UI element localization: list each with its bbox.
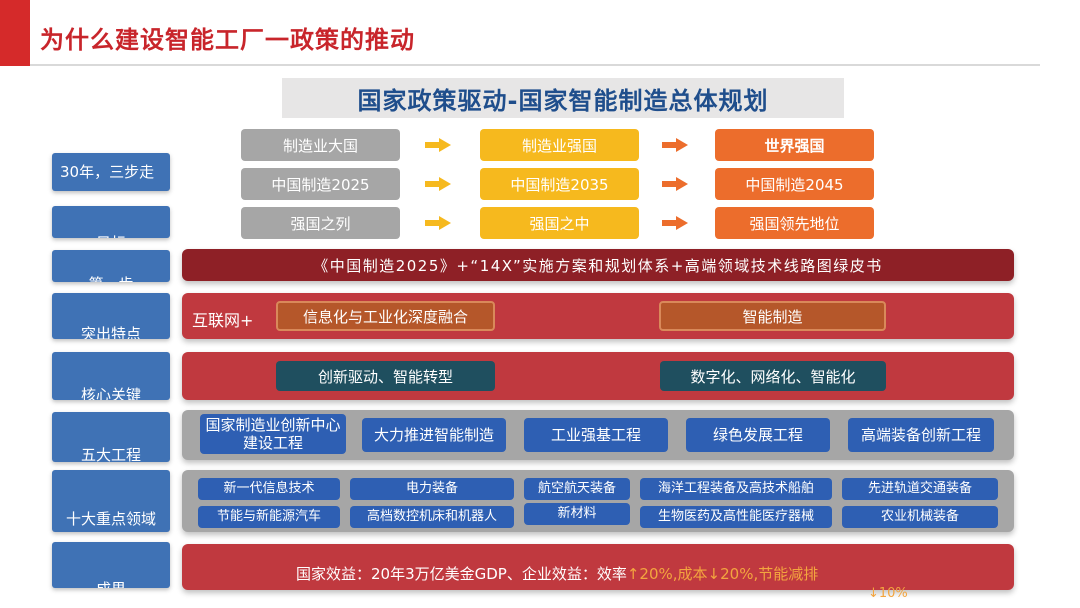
highlight-item: 信息化与工业化深度融合 [276,301,495,331]
field-box: 海洋工程装备及高技术船舶 [640,478,832,500]
roadmap-box: 强国之中 [480,207,639,239]
results-band [182,544,1014,590]
field-box: 高档数控机床和机器人 [350,506,514,528]
label-goal: 目标 [52,206,170,238]
project-box: 绿色发展工程 [686,418,830,452]
field-box: 节能与新能源汽车 [198,506,340,528]
roadmap-box: 强国之列 [241,207,400,239]
right-arrow-icon [425,138,453,152]
right-arrow-icon [425,216,453,230]
core-item: 创新驱动、智能转型 [276,361,495,391]
results-main: 国家效益：20年3万亿美金GDP、企业效益：效率 [296,565,627,583]
core-item: 数字化、网络化、智能化 [660,361,886,391]
first-step-band: 《中国制造2025》+“14X”实施方案和规划体系+高端领域技术线路图绿皮书 [182,249,1014,281]
label-results: 成果 [52,542,170,588]
right-arrow-icon [662,216,690,230]
accent-bar [0,0,30,66]
internet-plus-label: 互联网+ [192,311,254,330]
label-five-projects: 五大工程 [52,412,170,462]
plan-banner: 国家政策驱动-国家智能制造总体规划 [282,78,844,118]
project-box: 国家制造业创新中心建设工程 [200,414,346,454]
label-ten-fields: 十大重点领域 [52,470,170,532]
roadmap-box: 强国领先地位 [715,207,874,239]
label-core-key: 核心关键 [52,352,170,400]
field-box: 农业机械装备 [842,506,998,528]
project-box: 工业强基工程 [524,418,668,452]
roadmap-box: 中国制造2035 [480,168,639,200]
right-arrow-icon [662,138,690,152]
highlight-item: 智能制造 [659,301,886,331]
right-arrow-icon [662,177,690,191]
roadmap-box: 中国制造2025 [241,168,400,200]
results-tail: ↓10% [868,586,908,601]
banner-title: 国家政策驱动-国家智能制造总体规划 [357,86,769,115]
field-box: 新材料 [524,503,630,525]
page-title: 为什么建设智能工厂一政策的推动 [40,26,415,54]
first-step-text: 《中国制造2025》+“14X”实施方案和规划体系+高端领域技术线路图绿皮书 [313,256,883,275]
field-box: 新一代信息技术 [198,478,340,500]
field-box: 电力装备 [350,478,514,500]
field-box: 生物医药及高性能医疗器械 [640,506,832,528]
field-box: 先进轨道交通装备 [842,478,998,500]
right-arrow-icon [425,177,453,191]
roadmap-box: 制造业强国 [480,129,639,161]
field-box: 航空航天装备 [524,478,630,500]
roadmap-box: 制造业大国 [241,129,400,161]
roadmap-box: 世界强国 [715,129,874,161]
label-three-steps: 30年，三步走 [52,153,170,191]
roadmap-box: 中国制造2045 [715,168,874,200]
label-first-step: 第一步 [52,250,170,282]
project-box: 大力推进智能制造 [362,418,506,452]
label-highlights: 突出特点 [52,293,170,339]
results-highlight: ↑20%,成本↓20%,节能减排 [626,565,819,583]
results-text: 国家效益：20年3万亿美金GDP、企业效益：效率↑20%,成本↓20%,节能减排 [296,563,818,584]
project-box: 高端装备创新工程 [848,418,994,452]
title-divider [30,64,1040,66]
